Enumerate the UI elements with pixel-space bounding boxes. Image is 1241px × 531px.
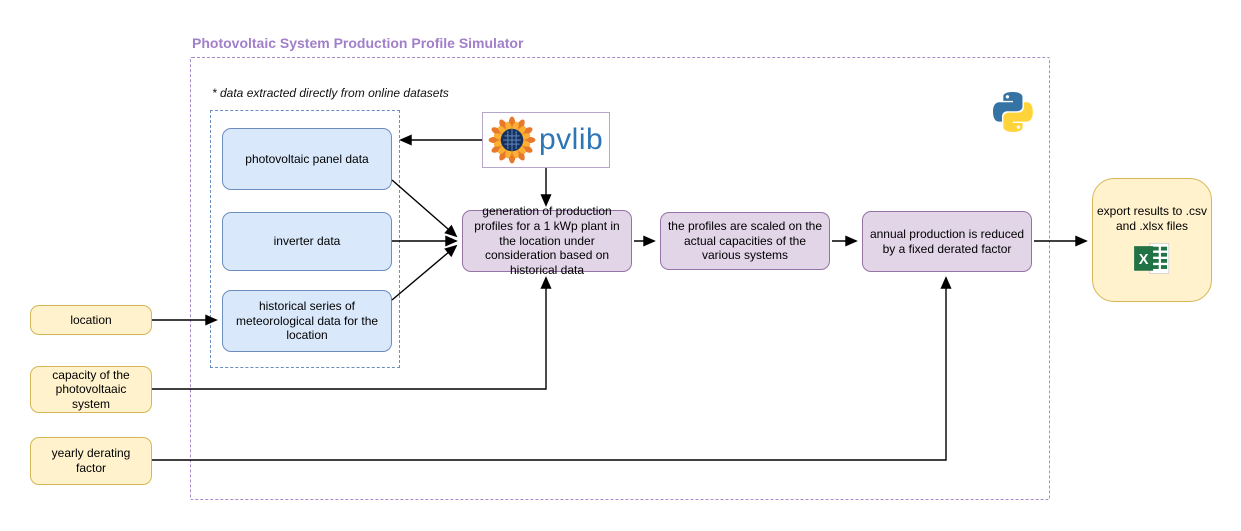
python-logo-icon [993,92,1033,132]
datasets-footnote: * data extracted directly from online da… [212,86,449,100]
node-meteorological-series: historical series of meteorological data… [222,290,392,352]
node-capacity-input: capacity of the photovoltaaic system [30,366,152,413]
node-label: capacity of the photovoltaaic system [52,367,130,411]
node-generation-profiles: generation of production profiles for a … [462,204,632,277]
node-inverter-data: inverter data [222,212,392,271]
node-label: export results to .csv and .xlsx files [1096,203,1208,233]
node-label: generation of production profiles for a … [474,204,620,277]
node-label: historical series of meteorological data… [235,299,379,343]
node-export-results: export results to .csv and .xlsx files X [1092,178,1212,302]
node-yearly-derating-input: yearly derating factor [30,437,152,485]
node-label: yearly derating factor [51,446,131,475]
node-annual-derating: annual production is reduced by a fixed … [862,211,1032,272]
node-location-input: location [30,305,152,335]
sunflower-solar-panel-icon [488,116,536,164]
excel-icon: X [1134,243,1170,274]
pvlib-logo-box: pvlib [482,112,610,168]
node-photovoltaic-panel-data: photovoltaic panel data [222,128,392,190]
svg-text:X: X [1139,252,1149,268]
pvlib-wordmark: pvlib [539,123,604,156]
node-label: the profiles are scaled on the actual ca… [667,219,823,263]
node-profile-scaling: the profiles are scaled on the actual ca… [660,212,830,270]
page-title: Photovoltaic System Production Profile S… [192,35,524,51]
node-label: inverter data [273,234,341,249]
node-label: photovoltaic panel data [245,151,369,166]
node-label: annual production is reduced by a fixed … [869,226,1025,256]
node-label: location [70,312,112,327]
